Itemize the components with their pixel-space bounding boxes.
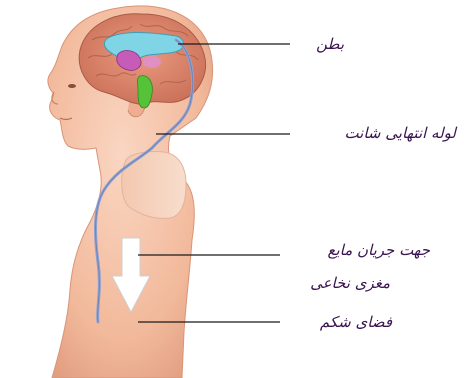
- label-abdominal-cavity: فضای شکم: [320, 313, 392, 331]
- label-ventricle: بطن: [316, 35, 344, 53]
- inner-structure: [143, 56, 161, 68]
- label-shunt-tube-end: لوله انتهایی شانت: [344, 124, 456, 142]
- label-flow-direction-line1: جهت جریان مایع: [327, 241, 430, 259]
- label-flow-direction-line2: مغزی نخاعی: [310, 274, 390, 292]
- eye: [68, 84, 76, 88]
